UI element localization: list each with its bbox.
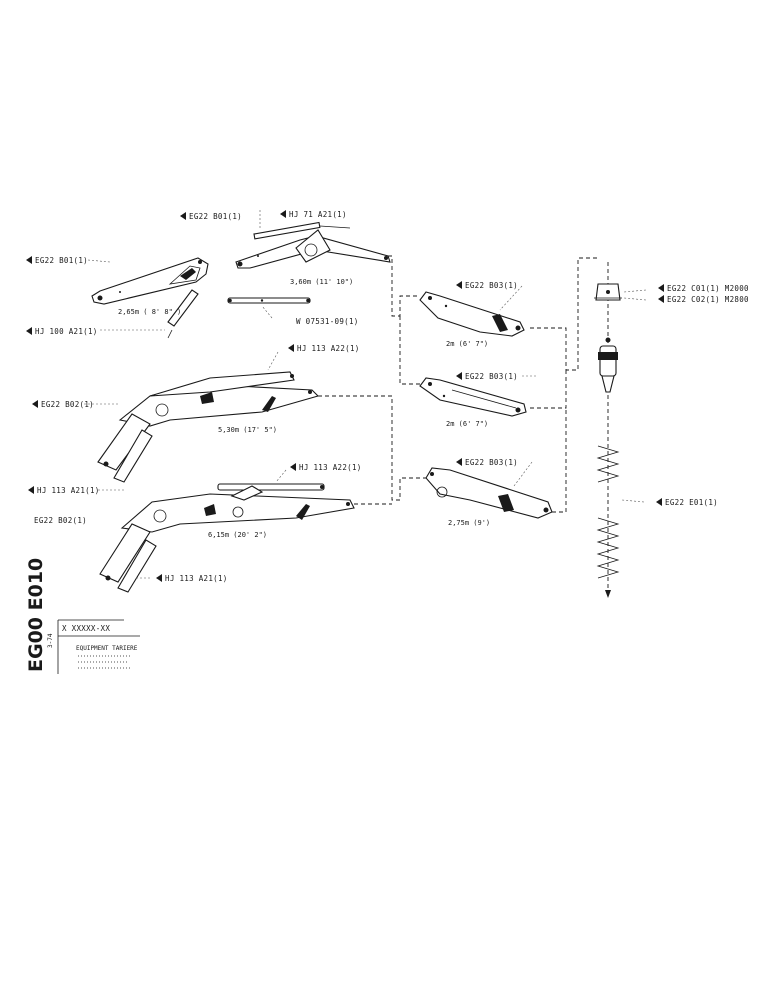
- label-eg22-b03-a: EG22 B03(1): [465, 281, 518, 290]
- drawing-code: EG00 E010: [25, 558, 47, 672]
- pointer-icon: [26, 256, 32, 264]
- label-eg22-c02: EG22 C02(1) M2800: [667, 295, 749, 304]
- label-w07531: W 07531-09(1): [296, 317, 359, 326]
- arm-2m-b: [419, 377, 527, 417]
- arm-2m-a: [419, 291, 525, 337]
- boom-2-65m: [91, 257, 209, 339]
- arm-2-75m: [425, 467, 553, 519]
- auger-drive: [594, 262, 622, 598]
- pointer-icon: [288, 344, 294, 352]
- label-eg22-b02-a: EG22 B02(1): [41, 400, 94, 409]
- dim-boom-615: 6,15m (20' 2"): [208, 531, 267, 539]
- label-eg22-b01-left: EG22 B01(1): [35, 256, 88, 265]
- label-hj113-a22-a: HJ 113 A22(1): [297, 344, 360, 353]
- pointer-icon: [28, 486, 34, 494]
- boom-3-60m: [235, 221, 391, 269]
- page-ref: 3-74: [47, 633, 54, 648]
- leader-lines: [84, 210, 647, 579]
- label-hj100-a21: HJ 100 A21(1): [35, 327, 98, 336]
- pointer-icon: [456, 372, 462, 380]
- label-eg22-b03-c: EG22 B03(1): [465, 458, 518, 467]
- connection-lines: [318, 255, 600, 513]
- pointer-icon: [656, 498, 662, 506]
- label-eg22-e01: EG22 E01(1): [665, 498, 718, 507]
- label-hj71-a21: HJ 71 A21(1): [289, 210, 347, 219]
- dim-boom-530: 5,30m (17' 5"): [218, 426, 277, 434]
- title-block: EG00 E010 3-74 X XXXXX-XX EQUIPMENT TARI…: [25, 558, 140, 674]
- pointer-icon: [180, 212, 186, 220]
- label-hj113-a22-b: HJ 113 A22(1): [299, 463, 362, 472]
- pointer-icon: [456, 281, 462, 289]
- dim-boom-360: 3,60m (11' 10"): [290, 278, 353, 286]
- pointer-icon: [456, 458, 462, 466]
- pointer-icon: [156, 574, 162, 582]
- part-number: X XXXXX-XX: [62, 624, 110, 633]
- dim-boom-265: 2,65m ( 8' 8" ): [118, 308, 181, 316]
- pointer-icon: [32, 400, 38, 408]
- label-eg22-b03-b: EG22 B03(1): [465, 372, 518, 381]
- label-eg22-c01: EG22 C01(1) M2000: [667, 284, 749, 293]
- pointer-icon: [658, 284, 664, 292]
- pointer-icon: [290, 463, 296, 471]
- dim-arm-2m-a: 2m (6' 7"): [446, 340, 488, 348]
- label-hj113-a21-left: HJ 113 A21(1): [37, 486, 100, 495]
- dim-arm-275: 2,75m (9'): [448, 519, 490, 527]
- pointer-icon: [26, 327, 32, 335]
- dimension-labels: 2,65m ( 8' 8" ) 3,60m (11' 10") 5,30m (1…: [118, 278, 490, 539]
- label-hj113-a21-bottom: HJ 113 A21(1): [165, 574, 228, 583]
- label-eg22-b01-top: EG22 B01(1): [189, 212, 242, 221]
- pointer-icon: [280, 210, 286, 218]
- label-eg22-b02-b: EG22 B02(1): [34, 516, 87, 525]
- link-rod: [227, 297, 311, 304]
- pointer-icon: [658, 295, 664, 303]
- dim-arm-2m-b: 2m (6' 7"): [446, 420, 488, 428]
- boom-6-15m: [99, 483, 355, 593]
- boom-5-30m: [97, 371, 320, 483]
- drawing-title: EQUIPMENT TARIERE: [76, 645, 138, 652]
- part-labels: EG22 B01(1) HJ 71 A21(1) EG22 B01(1) HJ …: [26, 210, 749, 583]
